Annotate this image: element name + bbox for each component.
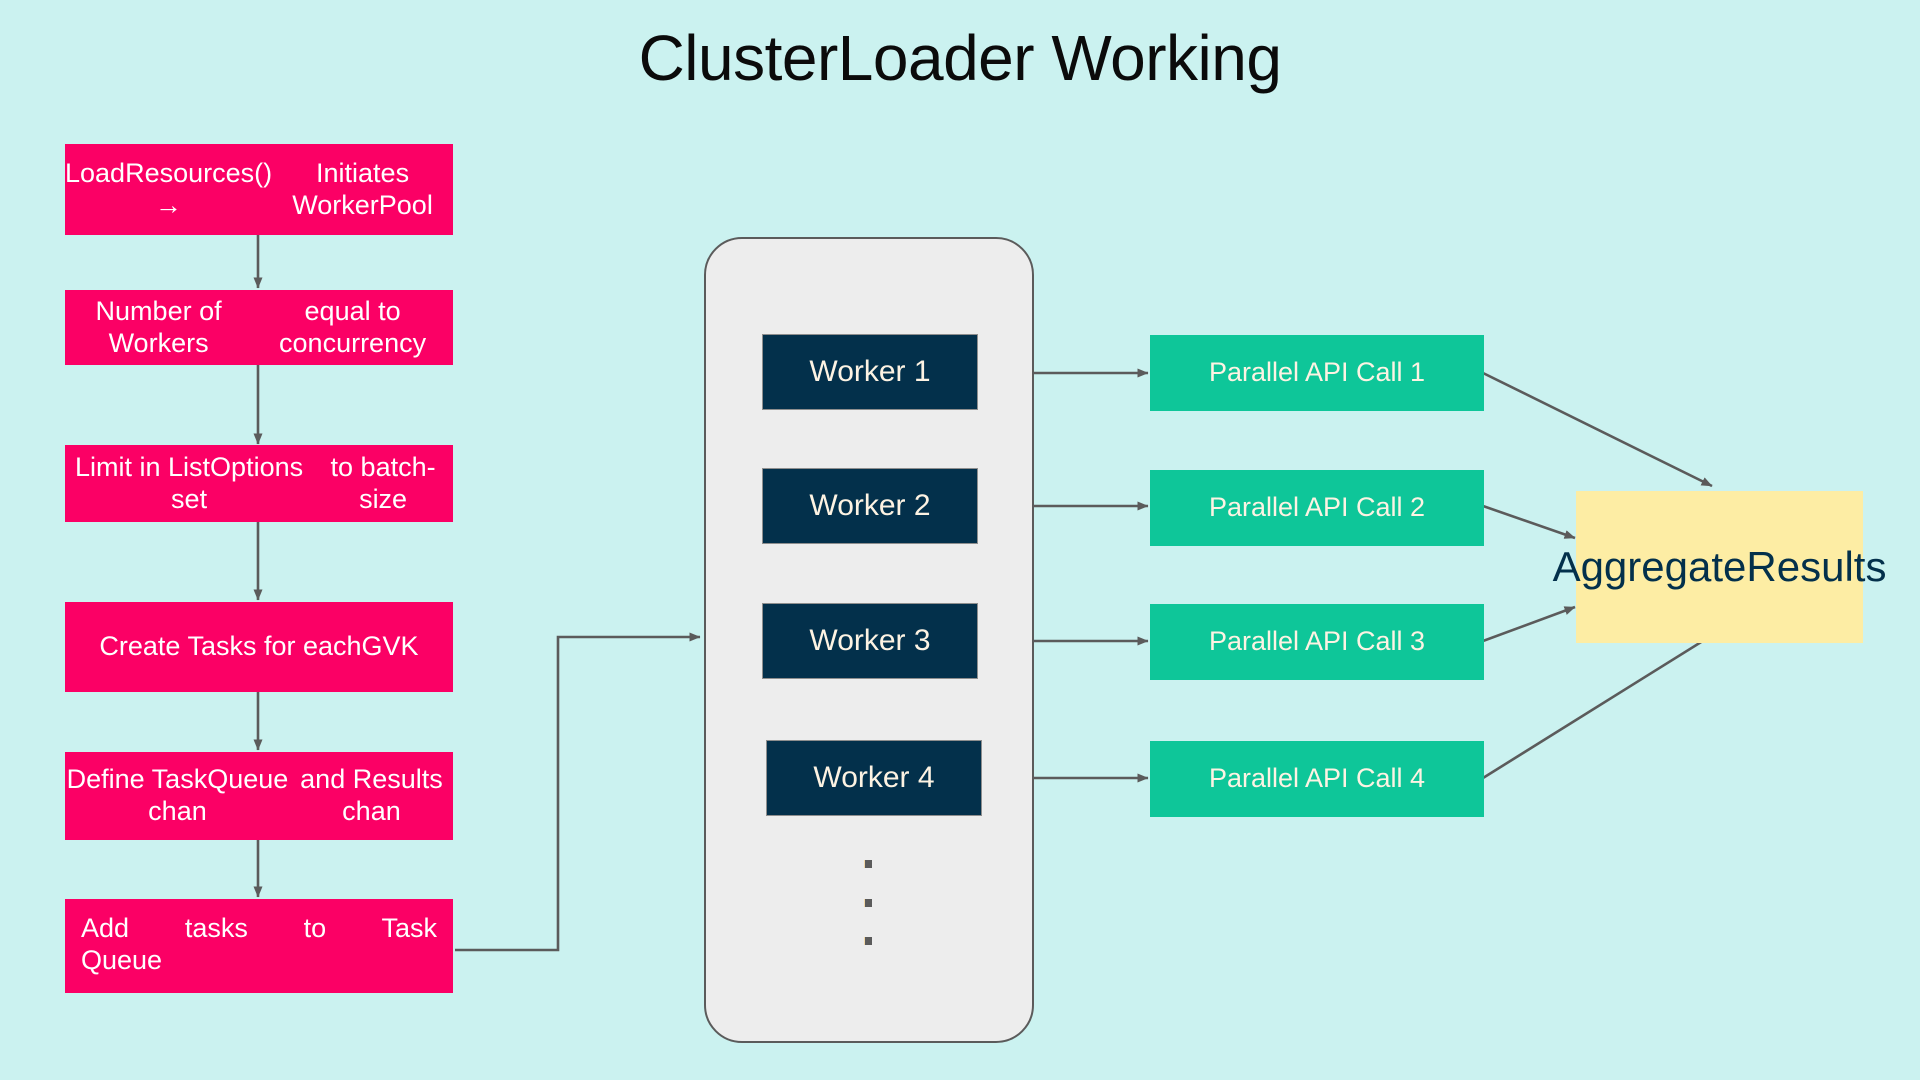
flow-step-load-resources[interactable]: LoadResources() → Initiates WorkerPool bbox=[65, 144, 453, 235]
flow-step-create-tasks[interactable]: Create Tasks for each GVK bbox=[65, 602, 453, 692]
api-call-box-3[interactable]: Parallel API Call 3 bbox=[1150, 604, 1484, 680]
api-call-box-1[interactable]: Parallel API Call 1 bbox=[1150, 335, 1484, 411]
aggregate-results-line2: Results bbox=[1746, 542, 1887, 590]
flow-step-limit-listoptions-line1: Limit in ListOptions set bbox=[75, 451, 304, 514]
aggregate-results-line1: Aggregate bbox=[1552, 542, 1747, 590]
flow-step-number-of-workers-line2: equal to concurrency bbox=[279, 295, 427, 358]
arrow-api4-aggregate bbox=[1482, 632, 1715, 780]
flow-step-create-tasks-line1: Create Tasks for each bbox=[99, 631, 362, 662]
flow-step-define-channels-line1: Define TaskQueue chan bbox=[66, 764, 289, 826]
api-call-label-2: Parallel API Call 2 bbox=[1208, 492, 1426, 523]
arrow-api2-aggregate bbox=[1482, 504, 1576, 540]
worker-box-1[interactable]: Worker 1 bbox=[762, 334, 978, 410]
api-call-label-4: Parallel API Call 4 bbox=[1208, 763, 1426, 794]
worker-box-2[interactable]: Worker 2 bbox=[762, 468, 978, 544]
api-call-box-4[interactable]: Parallel API Call 4 bbox=[1150, 741, 1484, 817]
api-call-label-1: Parallel API Call 1 bbox=[1208, 357, 1426, 388]
flow-step-add-tasks-line1: Add tasks to Task bbox=[81, 913, 437, 943]
worker-ellipsis bbox=[860, 860, 880, 990]
api-call-label-3: Parallel API Call 3 bbox=[1208, 626, 1426, 657]
ellipsis-dot-3 bbox=[864, 937, 872, 945]
flow-step-create-tasks-line2: GVK bbox=[361, 631, 419, 662]
ellipsis-dot-2 bbox=[864, 899, 872, 907]
flow-step-define-channels-line2: and Results chan bbox=[300, 764, 443, 826]
aggregate-results-box[interactable]: Aggregate Results bbox=[1553, 491, 1886, 643]
worker-label-2: Worker 2 bbox=[809, 489, 931, 523]
flow-step-number-of-workers[interactable]: Number of Workers equal to concurrency bbox=[65, 290, 453, 365]
page-title: ClusterLoader Working bbox=[638, 22, 1282, 94]
worker-label-4: Worker 4 bbox=[813, 761, 935, 795]
worker-box-4[interactable]: Worker 4 bbox=[766, 740, 982, 816]
flow-step-add-tasks[interactable]: Add tasks to Task Queue bbox=[65, 899, 453, 993]
ellipsis-dot-1 bbox=[864, 860, 872, 868]
flow-step-limit-listoptions[interactable]: Limit in ListOptions set to batch-size bbox=[65, 445, 453, 522]
flow-step-load-resources-line2: Initiates WorkerPool bbox=[292, 157, 433, 220]
arrow-api3-aggregate bbox=[1482, 605, 1576, 643]
api-call-box-2[interactable]: Parallel API Call 2 bbox=[1150, 470, 1484, 546]
flow-step-define-channels[interactable]: Define TaskQueue chan and Results chan bbox=[65, 752, 453, 840]
worker-label-3: Worker 3 bbox=[809, 624, 931, 658]
worker-box-3[interactable]: Worker 3 bbox=[762, 603, 978, 679]
flow-step-add-tasks-line2: Queue bbox=[81, 944, 163, 975]
flow-step-limit-listoptions-line2: to batch-size bbox=[330, 451, 436, 514]
worker-label-1: Worker 1 bbox=[809, 355, 931, 389]
arrow-addtasks-pool bbox=[455, 632, 701, 952]
flow-step-number-of-workers-line1: Number of Workers bbox=[95, 295, 222, 358]
flow-step-load-resources-line1: LoadResources() → bbox=[65, 157, 273, 220]
arrow-api1-aggregate bbox=[1482, 371, 1713, 488]
